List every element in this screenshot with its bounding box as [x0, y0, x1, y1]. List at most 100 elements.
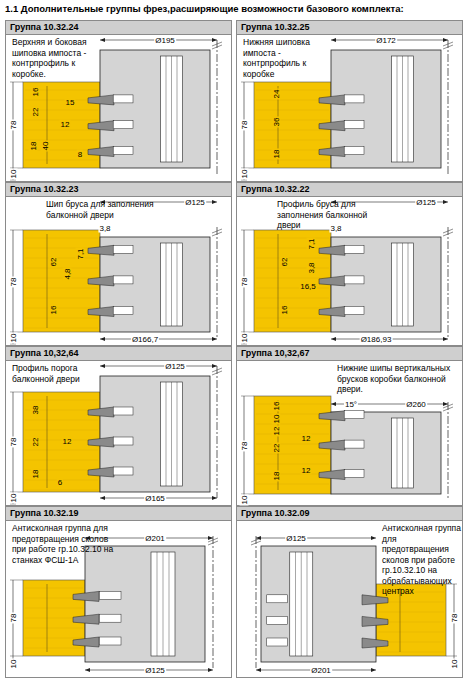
break-mark: [251, 541, 261, 545]
workpiece-shade: [256, 150, 329, 151]
diameter-dimension: Ø125: [184, 198, 206, 207]
page-title: 1.1 Дополнительные группы фрез,расширяющ…: [5, 3, 404, 14]
extension-line: [241, 230, 254, 231]
cutter-slot: [344, 121, 364, 129]
workpiece-shade: [256, 100, 329, 101]
cutter-bore: [151, 552, 175, 656]
workpiece-shade: [25, 638, 83, 639]
bore-line: [166, 382, 167, 486]
dimension-value: 16: [49, 305, 58, 316]
workpiece-shade: [256, 414, 329, 415]
dimension-value: 10: [9, 493, 18, 504]
group-header: Группа 10.32.24: [6, 21, 231, 35]
extension-line: [10, 392, 23, 393]
cutter-body: [100, 50, 210, 168]
dimension-line: [244, 82, 245, 180]
dimension-value: 18: [29, 141, 38, 152]
cutter-tooth: [319, 121, 345, 131]
arrowhead: [212, 337, 217, 341]
break-mark: [443, 232, 453, 236]
arrowhead: [212, 496, 217, 500]
dimension-value: 3,8: [307, 261, 316, 274]
group-header: Группа 10.32.23: [6, 183, 231, 197]
group-header: Группа 10,32,64: [6, 347, 231, 361]
cutter-tooth: [362, 616, 388, 626]
cutter-body: [331, 412, 441, 494]
extension-line: [241, 180, 247, 181]
workpiece-shade: [25, 420, 98, 421]
inner-dimension: [47, 86, 48, 164]
diameter-dimension: Ø201: [144, 534, 166, 543]
inner-dimension: [47, 584, 48, 652]
group-panel: Группа 10,32,64Профиль порога балконной …: [5, 346, 232, 506]
inner-dimension: [278, 234, 279, 328]
workpiece-shade: [256, 484, 329, 485]
workpiece-shade: [256, 424, 329, 425]
group-panel: Группа 10.32.09Антисколная группа для пр…: [236, 506, 463, 678]
diameter-dimension: Ø125: [415, 198, 437, 207]
cutter-tooth: [319, 470, 345, 480]
workpiece-shade: [256, 130, 329, 131]
workpiece-shade: [25, 608, 83, 609]
extension-line: [10, 580, 23, 581]
cutter-tooth: [88, 147, 114, 157]
workpiece-shade: [378, 652, 444, 653]
group-header: Группа 10.32.22: [237, 183, 462, 197]
dimension-value: 15°: [344, 400, 358, 409]
dimension-value: 78: [240, 441, 249, 452]
arrowhead: [212, 364, 217, 368]
dimension-value: 40: [41, 141, 50, 152]
workpiece-shade: [378, 612, 444, 613]
arrowhead: [100, 364, 105, 368]
workpiece-shade: [25, 248, 98, 249]
cutter-slot: [113, 121, 133, 129]
cutter-tooth: [319, 147, 345, 157]
cutter-tooth: [73, 637, 99, 647]
diameter-dimension: Ø166,7: [131, 335, 159, 344]
workpiece-shade: [256, 120, 329, 121]
arrowhead: [212, 200, 217, 204]
cutter-slot: [344, 411, 364, 419]
dimension-value: 10: [240, 169, 249, 180]
workpiece-shade: [25, 450, 98, 451]
cutter-tooth: [319, 411, 345, 421]
dimension-value: 18: [31, 469, 40, 480]
bore-line: [171, 56, 172, 162]
arrowhead: [443, 337, 448, 341]
bore-line: [402, 56, 403, 162]
cutter-tooth: [362, 595, 388, 605]
cutter-slot: [344, 147, 364, 155]
bore-line: [402, 418, 403, 488]
cutter-slot: [113, 437, 133, 445]
diameter-dimension: Ø172: [375, 36, 397, 45]
workpiece-shade: [25, 298, 98, 299]
cutter-tooth: [88, 407, 114, 417]
dimension-value: 62: [49, 257, 58, 268]
cutter-tooth: [362, 638, 388, 648]
cutter-tooth: [88, 437, 114, 447]
group-panel: Группа 10,32,67Нижние шипы вертикальных …: [236, 346, 463, 506]
workpiece-shade: [25, 258, 98, 259]
arrowhead: [331, 38, 336, 42]
extension-line: [241, 82, 254, 83]
cutter-bore: [392, 418, 414, 488]
cutter-tooth: [319, 307, 345, 317]
dimension-value: 18: [272, 471, 281, 482]
arrowhead: [443, 402, 448, 406]
dimension-value: 36: [272, 117, 281, 128]
cutter-slot: [344, 470, 364, 478]
dimension-value: 22: [272, 443, 281, 454]
dimension-value: 10: [9, 333, 18, 344]
bore-line: [169, 552, 170, 656]
cutter-tooth: [319, 95, 345, 105]
workpiece-shade: [256, 160, 329, 161]
arrowhead: [100, 337, 105, 341]
dimension-value: 78: [9, 437, 18, 448]
dimension-value: 16: [280, 305, 289, 316]
cutter-slot: [267, 595, 288, 603]
diameter-dimension: Ø195: [154, 36, 176, 45]
workpiece-shade: [256, 444, 329, 445]
bore-line: [157, 552, 158, 656]
workpiece-shade: [25, 430, 98, 431]
inner-dimension: [47, 234, 48, 328]
